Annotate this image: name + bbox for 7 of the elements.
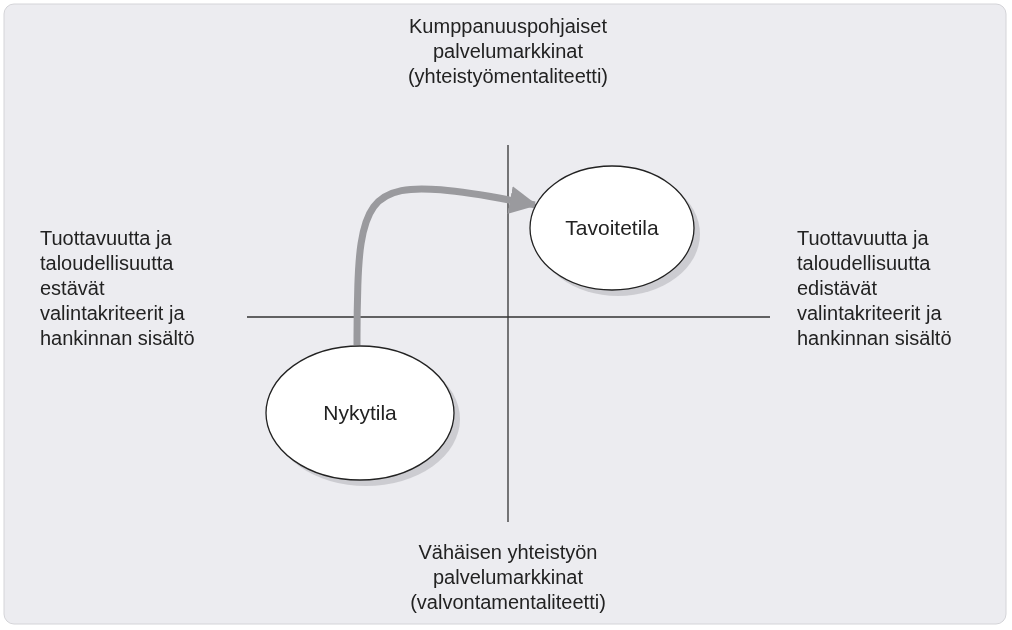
node-label: Nykytila (322, 401, 398, 425)
axis-label: Tuottavuutta ja taloudellisuutta edistävät valintakriteerit ja hankinnan sisältö (797, 226, 953, 351)
axis-label: Vähäisen yhteistyön palvelumarkkinat (valvontamentaliteetti) (409, 540, 607, 615)
curved-arrow (353, 185, 538, 345)
axis-label: Tuottavuutta ja taloudellisuutta estävät valintakriteerit ja hankinnan sisältö (40, 226, 196, 351)
node-label: Tavoitetila (564, 216, 660, 240)
axis-label: Kumppanuuspohjaiset palvelumarkkinat (yhteistyömentaliteetti) (406, 14, 610, 89)
